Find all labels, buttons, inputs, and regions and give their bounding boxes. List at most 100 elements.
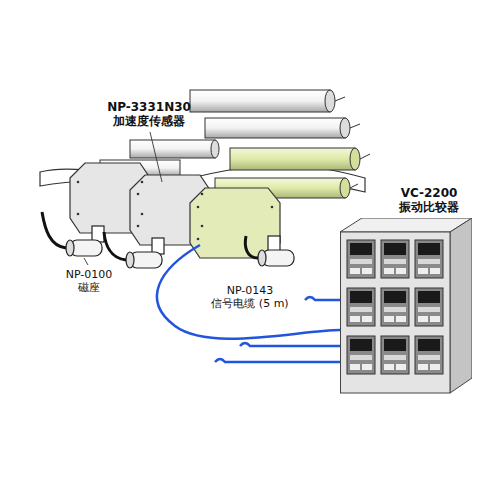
leader-line <box>84 132 162 265</box>
unit-panel <box>381 240 409 278</box>
unit-display <box>384 291 406 303</box>
unit-button <box>350 364 360 370</box>
unit-panel <box>381 336 409 374</box>
unit-indicator <box>418 355 440 360</box>
unit-panel <box>415 288 443 326</box>
roller <box>130 140 215 158</box>
accelerometer-sensor <box>70 240 102 256</box>
comparator-unit <box>347 288 375 326</box>
roller-housing <box>77 181 80 184</box>
roller-housing <box>137 225 140 228</box>
unit-display <box>350 291 372 303</box>
unit-button <box>418 316 428 322</box>
comparator-unit <box>381 288 409 326</box>
unit-indicator <box>350 259 372 264</box>
roller <box>340 178 350 198</box>
roller <box>340 118 350 138</box>
unit-display <box>350 339 372 351</box>
roller <box>211 140 219 158</box>
comparator-unit <box>347 240 375 278</box>
accelerometer-sensor <box>262 250 294 266</box>
roller-housing <box>77 181 274 241</box>
roller <box>190 90 330 112</box>
comparator-cabinet: VC-2200 振动比较器 <box>340 186 474 394</box>
comparator-unit <box>381 240 409 278</box>
unit-indicator <box>384 355 406 360</box>
unit-button <box>396 316 406 322</box>
comparator-unit <box>381 336 409 374</box>
unit-button <box>384 316 394 322</box>
unit-button <box>418 268 428 274</box>
unit-panel <box>347 288 375 326</box>
unit-button <box>362 316 372 322</box>
unit-display <box>350 243 372 255</box>
roller-housing <box>197 206 200 209</box>
leader-line <box>150 132 162 182</box>
cabinet-top <box>340 218 472 232</box>
roller-housing <box>201 225 204 228</box>
unit-button <box>350 316 360 322</box>
unit-button <box>396 268 406 274</box>
comparator-unit <box>415 336 443 374</box>
unit-button <box>396 364 406 370</box>
roller-housing <box>70 163 280 258</box>
roller-housing <box>137 193 140 196</box>
cabinet-front <box>341 232 451 393</box>
roller <box>325 90 335 112</box>
unit-display <box>384 339 406 351</box>
unit-indicator <box>418 259 440 264</box>
accelerometer-sensor <box>130 252 162 268</box>
roller <box>230 148 355 170</box>
unit-display <box>384 243 406 255</box>
unit-button <box>350 268 360 274</box>
sensor-cable <box>42 212 66 248</box>
roller-housing <box>77 213 80 216</box>
unit-indicator <box>350 355 372 360</box>
roller <box>205 118 345 138</box>
accelerometer-sensor <box>66 226 294 268</box>
leader-line <box>84 258 88 265</box>
unit-display <box>418 339 440 351</box>
cabinet-outline <box>340 218 472 394</box>
roller-housing <box>141 181 144 184</box>
roller-housing <box>141 213 144 216</box>
unit-indicator <box>418 307 440 312</box>
comparator-unit <box>415 240 443 278</box>
roller-housing <box>201 193 204 196</box>
unit-panel <box>415 240 443 278</box>
unit-button <box>384 364 394 370</box>
accelerometer-sensor <box>126 252 134 268</box>
sensor-cable <box>42 212 258 260</box>
unit-button <box>430 268 440 274</box>
unit-panel <box>347 240 375 278</box>
unit-button <box>430 364 440 370</box>
sensor-cable <box>104 232 126 260</box>
comparator-unit <box>415 288 443 326</box>
cabinet-side <box>450 218 472 393</box>
comparator-unit <box>347 336 375 374</box>
accelerometer-sensor <box>66 240 74 256</box>
unit-indicator <box>384 307 406 312</box>
device-label: VC-2200 振动比较器 <box>388 186 470 214</box>
signal-cable <box>305 297 340 300</box>
roller <box>335 97 370 188</box>
signal-cable <box>240 343 340 346</box>
signal-cable <box>215 359 340 362</box>
accelerometer-sensor <box>258 250 266 266</box>
unit-display <box>418 243 440 255</box>
roller-housing <box>190 188 280 258</box>
unit-button <box>430 316 440 322</box>
unit-panel <box>347 336 375 374</box>
unit-panel <box>415 336 443 374</box>
part-label: NP-3331N30 加速度传感器 <box>103 100 195 128</box>
unit-button <box>384 268 394 274</box>
unit-indicator <box>384 259 406 264</box>
unit-display <box>418 291 440 303</box>
unit-button <box>362 268 372 274</box>
sensor-cable <box>245 236 258 258</box>
unit-indicator <box>350 307 372 312</box>
signal-cable <box>157 245 340 339</box>
roller <box>350 148 360 170</box>
unit-button <box>418 364 428 370</box>
